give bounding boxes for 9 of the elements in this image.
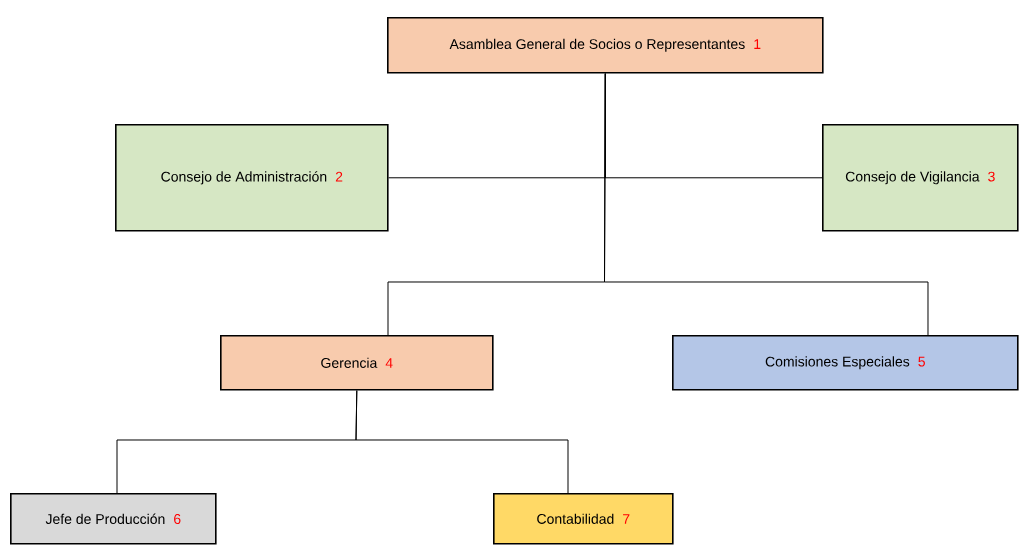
org-box: Asamblea General de Socios o Representantes 1: [387, 17, 824, 74]
connector-line: [604, 73, 929, 336]
connector-line: [355, 390, 569, 494]
org-box: Consejo de Administración 2: [115, 124, 389, 232]
org-box: Gerencia 4: [220, 335, 494, 391]
org-box: Consejo de Vigilancia 3: [822, 124, 1019, 232]
org-box: Contabilidad 7: [493, 493, 674, 545]
org-box: Comisiones Especiales 5: [672, 335, 1019, 391]
org-box: Jefe de Producción 6: [10, 493, 217, 545]
